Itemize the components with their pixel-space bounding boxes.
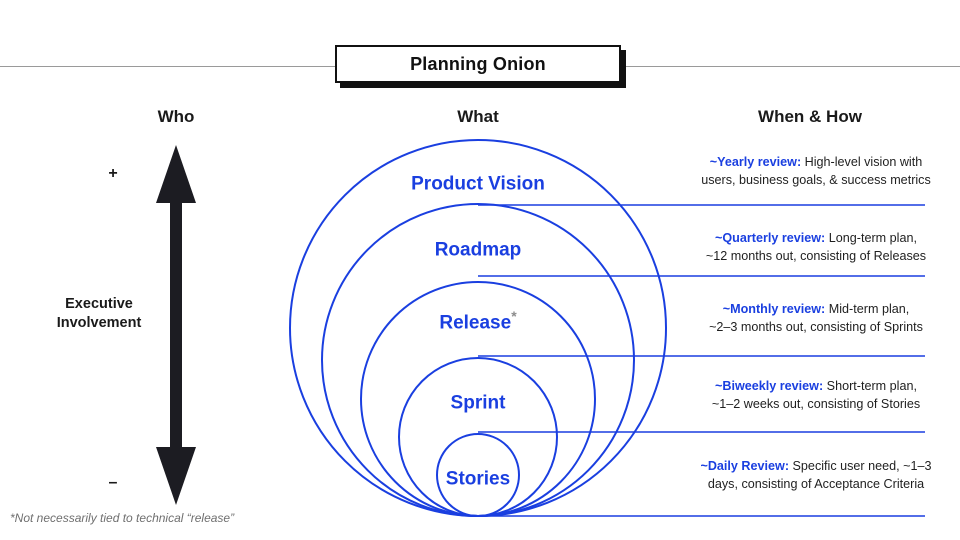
column-header-when-how: When & How: [758, 107, 862, 126]
onion-label-asterisk: *: [511, 308, 517, 324]
onion-label-sprint: Sprint: [378, 388, 578, 414]
cadence-desc-line1: Long-term plan,: [825, 231, 917, 245]
cadence-label: ~Biweekly review:: [715, 379, 824, 393]
onion-label-stories: Stories: [378, 464, 578, 490]
cadence-note-quarterly: ~Quarterly review: Long-term plan, ~12 m…: [678, 229, 954, 266]
cadence-note-biweekly: ~Biweekly review: Short-term plan, ~1–2 …: [678, 377, 954, 414]
cadence-label: ~Monthly review:: [722, 302, 826, 316]
cadence-desc-line2: ~1–2 weeks out, consisting of Stories: [711, 397, 921, 412]
cadence-desc-line2: days, consisting of Acceptance Criteria: [707, 477, 925, 492]
cadence-label: ~Yearly review:: [709, 155, 802, 169]
cadence-desc-line1: Mid-term plan,: [825, 302, 910, 316]
exec-label-line1: Executive: [65, 296, 133, 312]
cadence-label: ~Quarterly review:: [715, 231, 826, 245]
executive-involvement-arrow-icon: [156, 145, 196, 505]
cadence-desc-line2: users, business goals, & success metrics: [701, 173, 931, 188]
onion-label-text: Stories: [445, 468, 511, 490]
footnote: *Not necessarily tied to technical “rele…: [10, 511, 235, 525]
cadence-desc-line1: Specific user need, ~1–3: [789, 459, 932, 473]
onion-label-roadmap: Roadmap: [378, 235, 578, 261]
onion-label-text: Roadmap: [434, 239, 522, 261]
page-title: Planning Onion: [410, 53, 546, 74]
exec-label-line2: Involvement: [56, 314, 142, 331]
cadence-note-daily: ~Daily Review: Specific user need, ~1–3 …: [678, 457, 954, 494]
executive-involvement-label: Executive Involvement: [28, 295, 170, 332]
onion-label-release: Release*: [378, 308, 578, 334]
axis-plus-label: +: [108, 165, 118, 182]
cadence-label: ~Daily Review:: [700, 459, 790, 473]
onion-label-product-vision: Product Vision: [378, 169, 578, 195]
onion-label-text: Release: [439, 312, 512, 334]
column-header-what: What: [457, 107, 499, 126]
cadence-desc-line1: High-level vision with: [801, 155, 923, 169]
cadence-desc-line2: ~12 months out, consisting of Releases: [705, 249, 927, 264]
cadence-desc-line2: ~2–3 months out, consisting of Sprints: [709, 320, 923, 335]
onion-label-text: Product Vision: [411, 173, 545, 195]
cadence-note-yearly: ~Yearly review: High-level vision with u…: [678, 153, 954, 190]
cadence-note-monthly: ~Monthly review: Mid-term plan, ~2–3 mon…: [678, 300, 954, 337]
onion-circle-sprint: [398, 357, 558, 517]
column-header-who: Who: [157, 107, 195, 126]
cadence-desc-line1: Short-term plan,: [823, 379, 917, 393]
onion-label-text: Sprint: [450, 392, 506, 414]
title-box: Planning Onion: [335, 45, 621, 83]
axis-minus-label: –: [108, 474, 118, 491]
